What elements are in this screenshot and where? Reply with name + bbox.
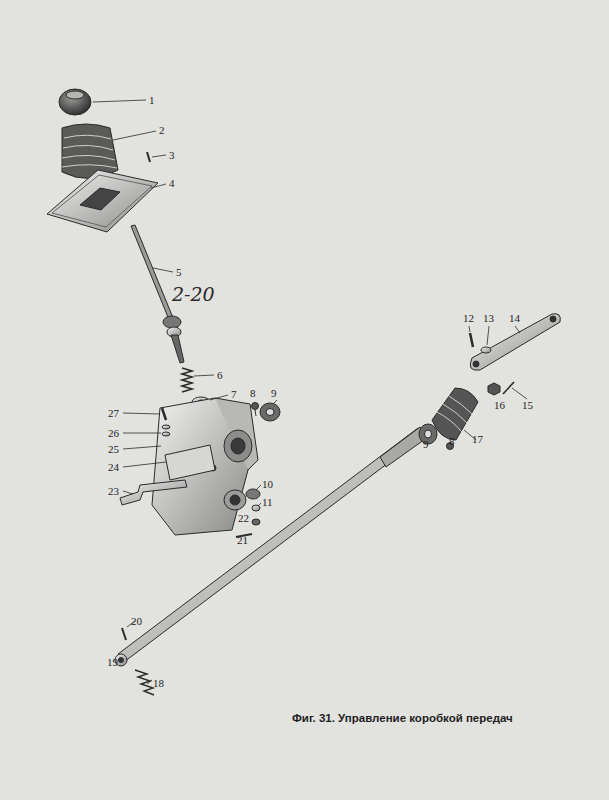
- callout-number: 6: [217, 368, 223, 382]
- callout-number: 18: [153, 676, 164, 690]
- callout-number: 23: [108, 484, 119, 498]
- figure-caption: Фиг. 31. Управление коробкой передач: [292, 711, 513, 725]
- callout-number: 9: [271, 386, 277, 400]
- callout-number: 4: [169, 176, 175, 190]
- callout-number: 17: [472, 432, 483, 446]
- callout-number: 12: [463, 311, 474, 325]
- callout-number: 25: [108, 442, 119, 456]
- callout-number: 24: [108, 460, 119, 474]
- callout-number: 1: [149, 93, 155, 107]
- callout-number: 21: [237, 533, 248, 547]
- callout-number: 26: [108, 426, 119, 440]
- handwritten-note: 2-20: [172, 283, 215, 305]
- callout-number: 8: [250, 386, 256, 400]
- callout-number: 8: [449, 434, 455, 448]
- callout-number: 22: [238, 511, 249, 525]
- callout-number: 11: [262, 495, 273, 509]
- callout-number: 2: [159, 123, 165, 137]
- callout-number: 5: [176, 265, 182, 279]
- callout-number: 20: [131, 614, 142, 628]
- callout-number: 15: [522, 398, 533, 412]
- callout-number: 7: [231, 387, 237, 401]
- callout-number: 13: [483, 311, 494, 325]
- callout-number: 3: [169, 148, 175, 162]
- callout-number: 14: [509, 311, 520, 325]
- callout-number: 19: [107, 655, 118, 669]
- callout-number: 16: [494, 398, 505, 412]
- callout-number: 9: [423, 437, 429, 451]
- callout-number: 10: [262, 477, 273, 491]
- callout-number: 27: [108, 406, 119, 420]
